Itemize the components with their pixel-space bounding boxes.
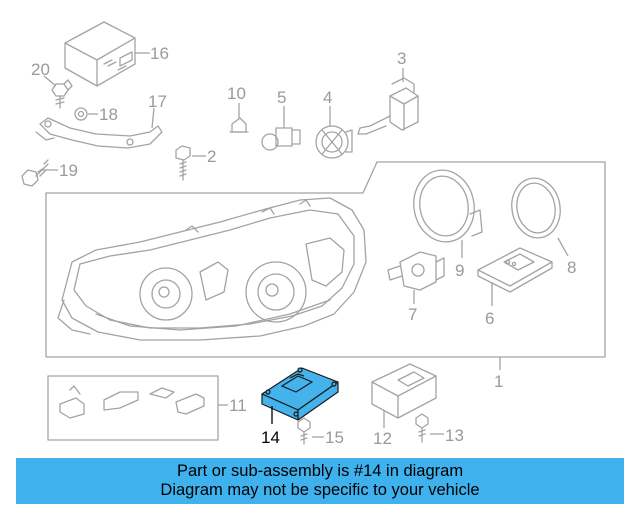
callout-7: 7	[408, 305, 417, 324]
callout-9: 9	[455, 261, 464, 280]
callout-15: 15	[325, 428, 344, 447]
callout-8: 8	[567, 258, 576, 277]
part-9-cap[interactable]	[408, 165, 483, 258]
part-12-ballast[interactable]	[371, 363, 437, 428]
banner-line-disclaimer: Diagram may not be specific to your vehi…	[160, 481, 480, 499]
part-17-bracket[interactable]	[35, 107, 163, 149]
banner-line-part-number: Part or sub-assembly is #14 in diagram	[176, 462, 464, 480]
callout-11: 11	[229, 396, 247, 415]
part-2-bolt[interactable]	[175, 145, 206, 181]
part-6-ballast[interactable]	[477, 247, 553, 306]
info-banner: Part or sub-assembly is #14 in diagram D…	[16, 458, 624, 504]
part-19-screw[interactable]	[21, 159, 58, 187]
part-20-bolt[interactable]	[43, 75, 73, 109]
callout-3: 3	[397, 49, 406, 68]
part-3-xenon-bulb[interactable]	[357, 68, 419, 135]
part-4-bulb-socket[interactable]	[315, 106, 353, 159]
callout-14: 14	[261, 428, 280, 447]
part-1-headlamp-assembly[interactable]	[45, 161, 606, 370]
part-8-cap[interactable]	[507, 174, 569, 257]
callout-2: 2	[207, 147, 216, 166]
callout-6: 6	[485, 309, 494, 328]
part-13-bolt[interactable]	[415, 413, 444, 443]
callout-10: 10	[227, 84, 246, 103]
callout-5: 5	[277, 88, 286, 107]
part-5-bulb[interactable]	[261, 106, 301, 151]
callout-18: 18	[99, 105, 118, 124]
callout-1: 1	[494, 372, 503, 391]
part-16-control-module[interactable]	[64, 21, 150, 87]
callout-20: 20	[31, 60, 50, 79]
part-10-bulb[interactable]	[229, 103, 249, 133]
callout-17: 17	[148, 92, 167, 111]
part-18-clip[interactable]	[74, 107, 98, 121]
callout-4: 4	[323, 88, 332, 107]
part-14-xenon-ballast[interactable]	[261, 367, 339, 424]
callout-12: 12	[373, 429, 392, 448]
callout-16: 16	[150, 44, 169, 63]
part-11-bracket-kit[interactable]	[47, 375, 228, 441]
part-7-bulb[interactable]	[387, 251, 445, 304]
part-15-bolt[interactable]	[297, 417, 324, 445]
callout-19: 19	[59, 161, 78, 180]
callout-13: 13	[445, 426, 464, 445]
